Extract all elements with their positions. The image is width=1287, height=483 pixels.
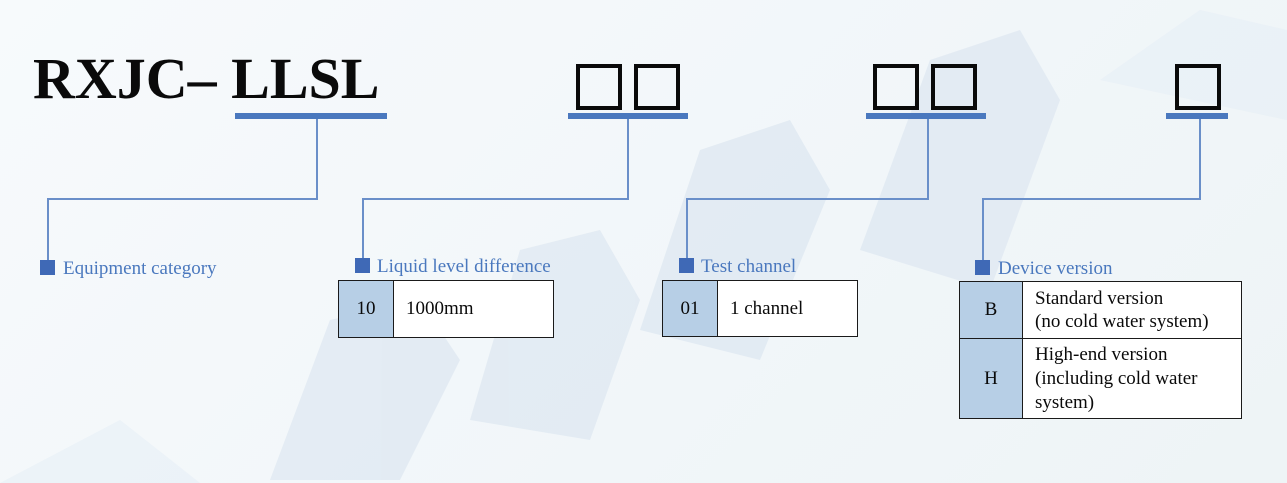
table-row: H High-end version (including cold water…	[959, 338, 1242, 419]
connector-line	[362, 198, 629, 200]
model-category-code: LLSL	[231, 46, 380, 111]
connector-line	[982, 198, 1201, 200]
version-options-table: B Standard version (no cold water system…	[959, 281, 1242, 419]
option-desc-line: Standard version	[1035, 288, 1164, 309]
placeholder-box	[931, 64, 977, 110]
option-code: 10	[338, 280, 394, 338]
connector-line	[316, 119, 318, 199]
option-code: H	[959, 338, 1023, 419]
connector-line	[47, 198, 49, 260]
model-prefix: RXJC–	[33, 46, 232, 111]
liquid-options-table: 10 1000mm	[338, 280, 554, 338]
connector-line	[627, 119, 629, 199]
version-marker-icon	[975, 260, 990, 275]
underline-liquid	[568, 113, 688, 119]
option-desc: 1 channel	[717, 280, 858, 337]
connector-line	[47, 198, 318, 200]
option-desc-line: system)	[1035, 391, 1095, 413]
underline-version	[1166, 113, 1228, 119]
connector-line	[927, 119, 929, 199]
table-row: B Standard version (no cold water system…	[959, 281, 1242, 339]
connector-line	[1199, 119, 1201, 199]
option-desc: 1000mm	[393, 280, 554, 338]
connector-line	[982, 198, 984, 260]
channel-options-table: 01 1 channel	[662, 280, 858, 337]
underline-channel	[866, 113, 986, 119]
connector-line	[686, 198, 929, 200]
connector-line	[362, 198, 364, 258]
option-desc-line: (including cold water	[1035, 367, 1198, 389]
liquid-level-label: Liquid level difference	[377, 256, 551, 277]
option-desc-line: (no cold water system)	[1035, 311, 1209, 332]
equipment-marker-icon	[40, 260, 55, 275]
underline-category	[235, 113, 387, 119]
table-row: 10 1000mm	[338, 280, 554, 338]
placeholder-box	[634, 64, 680, 110]
connector-line	[686, 198, 688, 258]
option-code: 01	[662, 280, 718, 337]
option-desc: Standard version (no cold water system)	[1022, 281, 1242, 339]
option-desc: High-end version (including cold water s…	[1022, 338, 1242, 419]
device-version-label: Device version	[998, 258, 1113, 279]
test-channel-label: Test channel	[701, 256, 797, 277]
placeholder-box	[873, 64, 919, 110]
equipment-category-label: Equipment category	[63, 258, 217, 279]
placeholder-box	[576, 64, 622, 110]
option-desc-line: High-end version	[1035, 343, 1168, 365]
table-row: 01 1 channel	[662, 280, 858, 337]
channel-marker-icon	[679, 258, 694, 273]
liquid-marker-icon	[355, 258, 370, 273]
model-code: RXJC– LLSL	[33, 50, 380, 108]
placeholder-box	[1175, 64, 1221, 110]
option-code: B	[959, 281, 1023, 339]
